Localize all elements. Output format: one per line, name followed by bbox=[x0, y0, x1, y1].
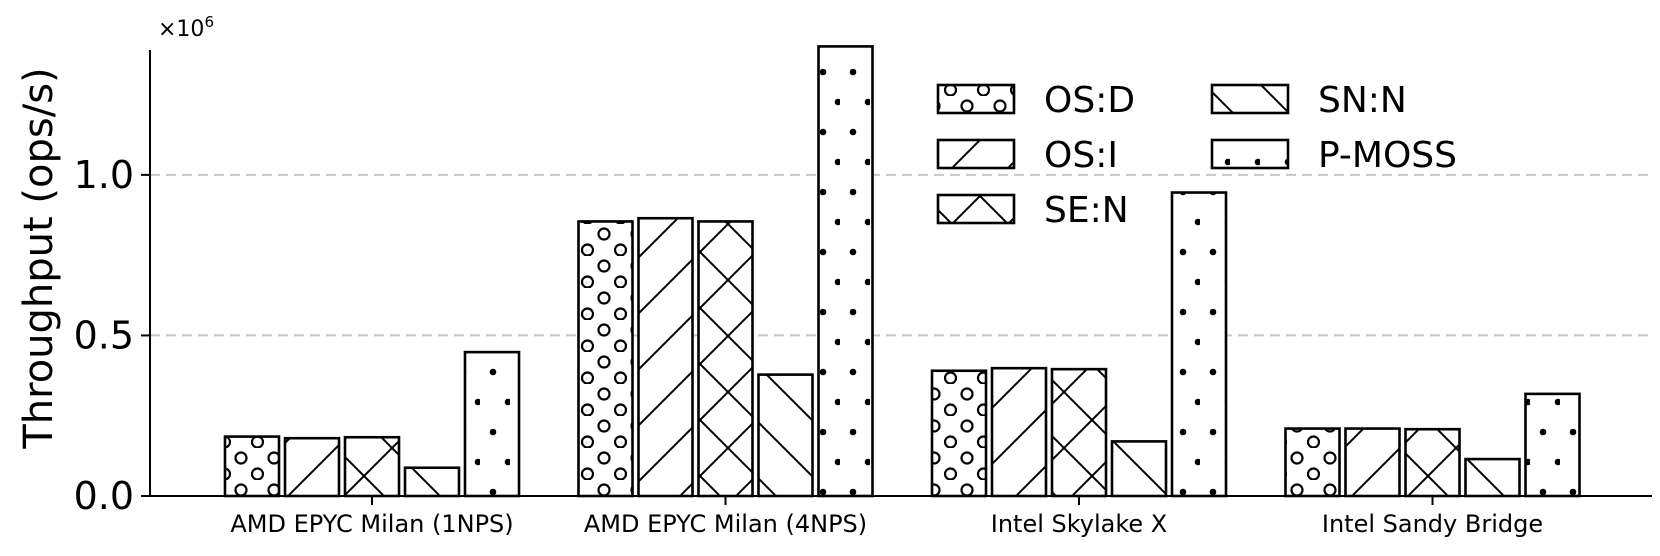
x-ticks: AMD EPYC Milan (1NPS) AMD EPYC Milan (4NP… bbox=[230, 496, 1543, 538]
legend-label: OS:D bbox=[1044, 80, 1135, 121]
y-ticks: 0.0 0.5 1.0 bbox=[74, 153, 150, 518]
legend-swatch bbox=[936, 83, 1016, 115]
bar-sn-n bbox=[757, 373, 814, 498]
y-axis-multiplier: ×106 bbox=[158, 13, 214, 42]
bar-os-i bbox=[990, 366, 1048, 498]
bar-p-moss bbox=[817, 45, 874, 498]
legend: OS:D OS:I SE:N SN:N P-MOSS bbox=[936, 80, 1457, 231]
bar-sn-n bbox=[403, 466, 461, 498]
bars bbox=[223, 45, 1581, 498]
y-tick-label: 0.0 bbox=[74, 474, 134, 518]
bar-se-n bbox=[343, 435, 401, 498]
legend-swatch bbox=[936, 138, 1016, 170]
bar-sn-n bbox=[1464, 457, 1521, 498]
legend-label: P-MOSS bbox=[1318, 135, 1457, 176]
bar-os-i bbox=[283, 436, 341, 498]
bar-sn-n bbox=[1110, 440, 1168, 498]
legend-label: OS:I bbox=[1044, 135, 1118, 176]
bar-se-n bbox=[1404, 427, 1461, 498]
legend-swatch bbox=[1210, 83, 1290, 115]
bar-os-d bbox=[577, 220, 634, 498]
legend-swatch bbox=[936, 193, 1016, 225]
y-tick-label: 0.5 bbox=[74, 313, 134, 357]
bar-os-d bbox=[223, 435, 281, 498]
gridlines bbox=[150, 173, 1652, 337]
bar-p-moss bbox=[1170, 191, 1228, 498]
bar-p-moss bbox=[1524, 392, 1581, 498]
bar-os-d bbox=[930, 369, 988, 498]
bar-os-i bbox=[1344, 427, 1401, 498]
x-tick-label: Intel Sandy Bridge bbox=[1322, 510, 1543, 538]
bar-se-n bbox=[1050, 367, 1108, 498]
legend-label: SE:N bbox=[1044, 190, 1129, 231]
bar-se-n bbox=[697, 220, 754, 498]
bar-os-d bbox=[1284, 427, 1341, 498]
legend-swatch bbox=[1210, 138, 1290, 170]
bar-os-i bbox=[637, 216, 694, 498]
bar-p-moss bbox=[463, 350, 521, 498]
y-tick-label: 1.0 bbox=[74, 153, 134, 197]
axes bbox=[149, 50, 1652, 497]
y-axis-label: Throughput (ops/s) bbox=[16, 67, 62, 449]
x-tick-label: Intel Skylake X bbox=[991, 510, 1168, 538]
x-tick-label: AMD EPYC Milan (1NPS) bbox=[230, 510, 513, 538]
legend-label: SN:N bbox=[1318, 80, 1407, 121]
x-tick-label: AMD EPYC Milan (4NPS) bbox=[584, 510, 867, 538]
